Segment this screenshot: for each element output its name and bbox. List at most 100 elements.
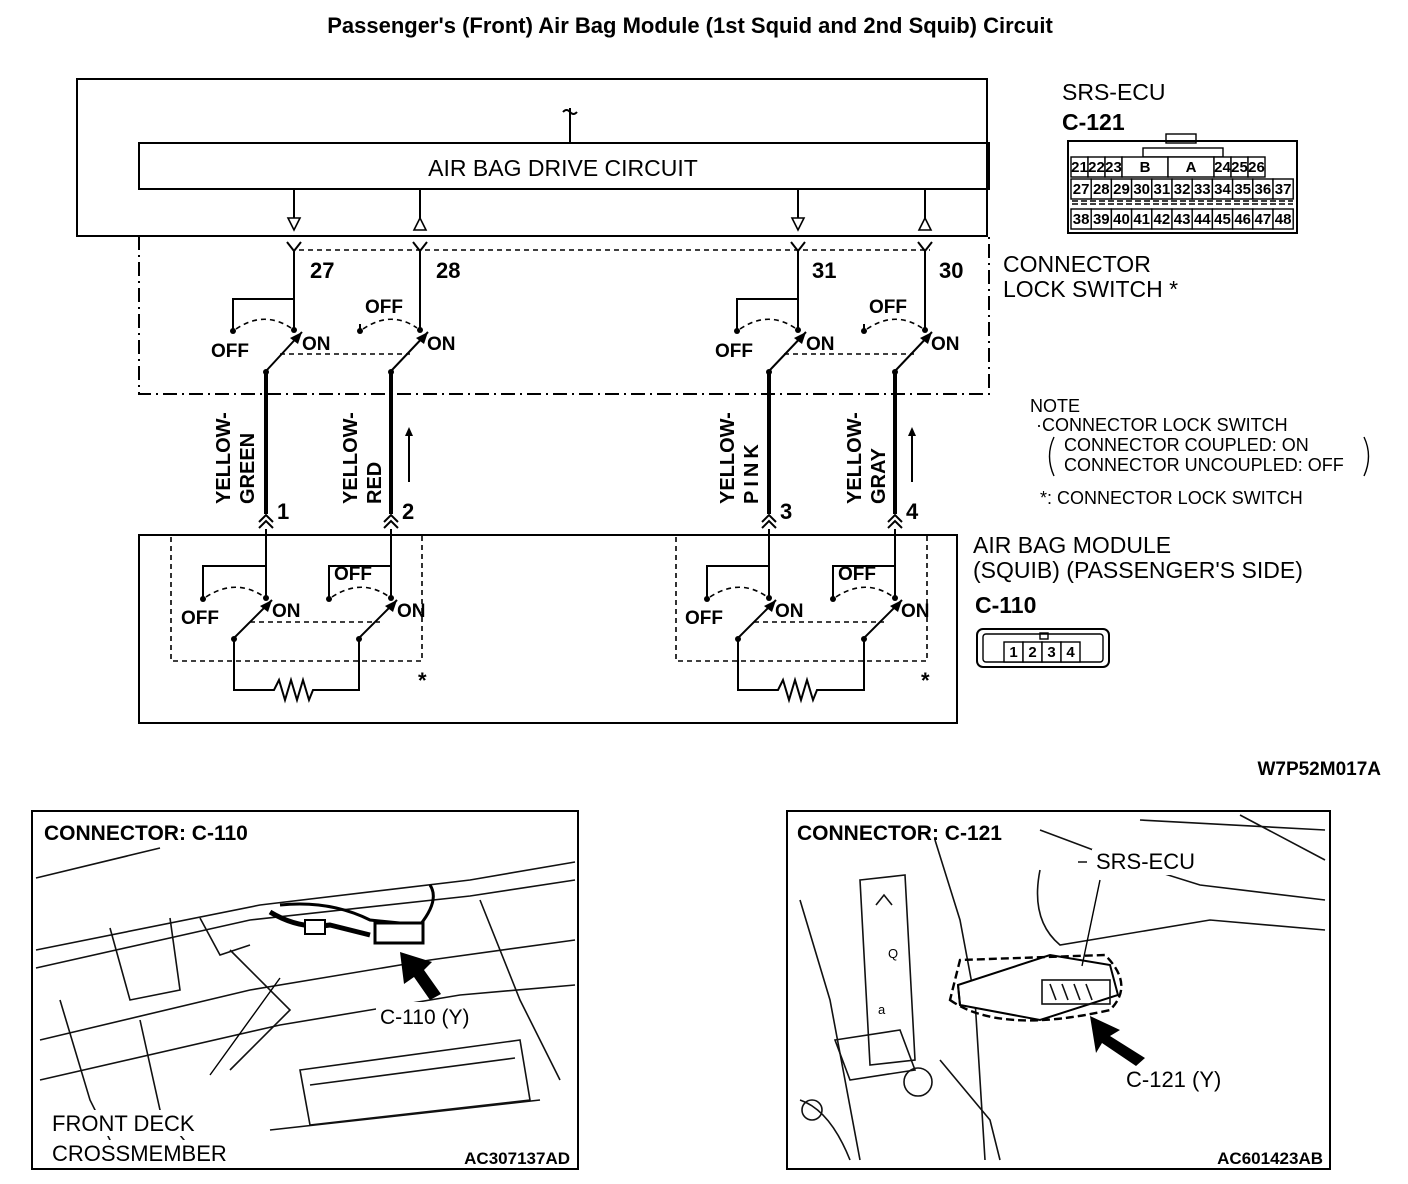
module-pin-1: 1	[277, 499, 289, 524]
photo-c110-label-2: CROSSMEMBER	[52, 1141, 227, 1166]
pin-cell	[1060, 641, 1081, 663]
pin-label: 37	[1275, 181, 1292, 198]
ecu-switch-pair-left	[230, 251, 429, 375]
module-switch-pair-left	[200, 529, 398, 704]
lock-switch-label-1: CONNECTOR	[1003, 251, 1151, 277]
pin-label: 45	[1214, 211, 1231, 228]
svg-text:Q: Q	[888, 946, 898, 961]
ecu-signal-arrows	[286, 189, 933, 232]
svg-text:·CONNECTOR LOCK SWITCH: ·CONNECTOR LOCK SWITCH	[1036, 415, 1288, 435]
photo-c121-callout: C-121 (Y)	[1126, 1067, 1221, 1092]
module-label-2: (SQUIB) (PASSENGER'S SIDE)	[973, 557, 1303, 583]
svg-text:OFF: OFF	[869, 297, 907, 318]
pin-label: 35	[1234, 181, 1251, 198]
svg-text:ON: ON	[272, 601, 301, 622]
module-switch-pair-right	[704, 529, 903, 704]
module-lock-switch-left	[170, 534, 423, 662]
svg-text:OFF: OFF	[685, 608, 723, 629]
pin-label: 46	[1234, 211, 1251, 228]
pin-label: 47	[1255, 211, 1272, 228]
pin-label: 44	[1194, 211, 1211, 228]
module-lock-switch-right	[675, 534, 928, 662]
pin-label: 23	[1105, 159, 1122, 176]
pin-label: 36	[1255, 181, 1272, 198]
pin-label: 4	[1066, 644, 1075, 661]
photo-c121-header: CONNECTOR: C-121	[797, 822, 1002, 845]
figure-code: W7P52M017A	[1257, 759, 1381, 780]
terminal-30: 30	[939, 258, 963, 283]
wire-1-color-2: GREEN	[237, 433, 259, 504]
svg-text:OFF: OFF	[334, 564, 372, 585]
pin-label: 31	[1154, 181, 1171, 198]
lock-switch-boundary	[138, 236, 990, 395]
pin-label: 22	[1088, 159, 1105, 176]
pin-label: 39	[1093, 211, 1110, 228]
ecu-switch-pair-right	[734, 251, 933, 375]
terminal-31: 31	[812, 258, 836, 283]
wire-2-color-1: YELLOW-	[340, 412, 362, 504]
pin-label: 2	[1028, 644, 1036, 661]
ecu-name: SRS-ECU	[1062, 79, 1166, 105]
pin-label: 3	[1047, 644, 1055, 661]
ecu-switch-labels: OFF ON OFF ON OFF ON OFF ON	[211, 297, 960, 362]
drive-circuit-label: AIR BAG DRIVE CIRCUIT	[428, 155, 698, 181]
pin-label: 30	[1133, 181, 1150, 198]
photo-c110	[31, 810, 579, 1170]
pin-label: 26	[1248, 159, 1265, 176]
module-pin-2: 2	[402, 499, 414, 524]
pin-label: 29	[1113, 181, 1130, 198]
photo-c110-label-1: FRONT DECK	[52, 1111, 195, 1136]
svg-text:ON: ON	[931, 334, 960, 355]
photo-c110-callout: C-110 (Y)	[380, 1006, 469, 1029]
pin-label: 32	[1174, 181, 1191, 198]
wire-3-color-1: YELLOW-	[717, 412, 739, 504]
srs-ecu-box	[76, 78, 988, 237]
svg-text:NOTE: NOTE	[1030, 396, 1080, 416]
pin-label: 38	[1073, 211, 1090, 228]
page-title: Passenger's (Front) Air Bag Module (1st …	[327, 13, 1053, 38]
pin-label: 27	[1073, 181, 1090, 198]
svg-text:CONNECTOR UNCOUPLED: OFF: CONNECTOR UNCOUPLED: OFF	[1064, 455, 1344, 475]
photo-c110-header: CONNECTOR: C-110	[44, 822, 248, 845]
module-label-1: AIR BAG MODULE	[973, 532, 1171, 558]
terminal-27: 27	[310, 258, 334, 283]
harness-wires	[264, 374, 897, 514]
photo-c110-code: AC307137AD	[464, 1149, 570, 1168]
pin-label: 48	[1275, 211, 1292, 228]
tilde-symbol	[562, 109, 578, 115]
svg-text:CONNECTOR COUPLED: ON: CONNECTOR COUPLED: ON	[1064, 435, 1309, 455]
svg-text:ON: ON	[775, 601, 804, 622]
wire-4-color-1: YELLOW-	[844, 412, 866, 504]
note-block: NOTE ·CONNECTOR LOCK SWITCH CONNECTOR CO…	[1030, 396, 1370, 508]
svg-text:OFF: OFF	[365, 297, 403, 318]
pin-label: A	[1186, 159, 1197, 176]
svg-text:OFF: OFF	[181, 608, 219, 629]
svg-text:ON: ON	[901, 601, 930, 622]
pin-cell	[1272, 208, 1294, 230]
air-bag-drive-circuit-box	[138, 142, 990, 190]
module-asterisk-left: *	[418, 668, 427, 693]
photo-c121-ecu-label: SRS-ECU	[1096, 849, 1195, 874]
pin-label: 21	[1071, 159, 1088, 176]
c121-connector-face	[1067, 133, 1298, 234]
pin-cell	[1272, 178, 1294, 200]
module-pin-3: 3	[780, 499, 792, 524]
air-bag-module-box	[138, 534, 958, 724]
photo-c121-code: AC601423AB	[1217, 1149, 1323, 1168]
pin-label: 33	[1194, 181, 1211, 198]
module-connector-id: C-110	[975, 592, 1036, 618]
svg-text:a: a	[878, 1002, 886, 1017]
terminal-28: 28	[436, 258, 460, 283]
svg-text:ON: ON	[397, 601, 426, 622]
pin-label: 42	[1154, 211, 1171, 228]
pin-cell	[1247, 156, 1266, 178]
pin-label: 1	[1009, 644, 1017, 661]
svg-text:ON: ON	[806, 334, 835, 355]
pin-label: 28	[1093, 181, 1110, 198]
svg-text:ON: ON	[302, 334, 331, 355]
